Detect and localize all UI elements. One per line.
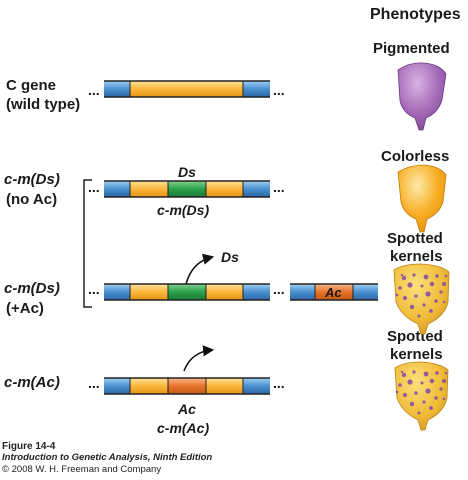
excision-arrow-ds <box>185 253 215 285</box>
kernel-spot <box>442 300 446 304</box>
kernel-spot <box>409 401 415 407</box>
kernel-spot <box>400 370 404 374</box>
phenotype-label-colorless: Colorless <box>381 148 449 165</box>
copyright-line: © 2008 W. H. Freeman and Company <box>2 464 162 475</box>
kernel-spot <box>442 397 446 401</box>
figure-number: Figure 14-4 <box>2 441 56 452</box>
grouping-bracket <box>83 179 92 308</box>
kernel-spot <box>442 379 446 383</box>
kernel-spot <box>401 372 407 378</box>
cmac-label-under: c-m(Ac) <box>157 420 209 436</box>
chrom-flank-left <box>104 81 130 97</box>
kernel-spot <box>439 290 443 294</box>
ellipsis-left-2: ... <box>88 179 100 195</box>
ellipsis-right-2: ... <box>273 179 285 195</box>
row-label-cmac: c-m(Ac) <box>4 374 60 391</box>
kernel-spot <box>412 370 416 374</box>
phenotype-label-spotted-1b: kernels <box>390 248 443 265</box>
ds-element-2 <box>168 284 206 300</box>
kernel-spot <box>425 291 431 297</box>
kernel-spot <box>429 281 435 287</box>
ds-label-top: Ds <box>178 164 196 180</box>
kernel-spot <box>403 296 407 300</box>
kernel-spot <box>409 304 415 310</box>
kernel-spot <box>423 274 429 280</box>
kernel-spot <box>444 274 448 278</box>
kernel-spot <box>398 383 402 387</box>
gene-segment <box>130 81 243 97</box>
ellipsis-left-3: ... <box>88 281 100 297</box>
kernel-spot <box>417 314 421 318</box>
row-label-no-ac: (no Ac) <box>6 191 57 208</box>
chromosome-cmac <box>104 377 270 395</box>
phenotypes-header: Phenotypes <box>370 6 461 23</box>
kernel-spot <box>414 294 418 298</box>
phenotype-label-spotted-2b: kernels <box>390 346 443 363</box>
phenotype-label-spotted-2a: Spotted <box>387 328 443 345</box>
chromosome-cmds-ac <box>104 283 270 301</box>
chromosome-cmds-noac <box>104 180 270 198</box>
pigmented-kernel-icon <box>397 62 447 131</box>
kernel-spot <box>407 282 413 288</box>
chromosome-c-gene <box>104 80 270 98</box>
kernel-spot <box>398 286 402 290</box>
colorless-kernel-icon <box>397 164 447 233</box>
kernel-spot <box>403 393 407 397</box>
spotted-kernel-icon-1 <box>393 263 450 335</box>
ds-element <box>168 181 206 197</box>
ds-label-arrow: Ds <box>221 249 239 265</box>
ellipsis-left-4: ... <box>88 375 100 391</box>
ellipsis-mid-3: ... <box>273 281 285 297</box>
ac-chromosome <box>290 283 378 301</box>
row-label-wild-type: (wild type) <box>6 96 80 113</box>
excision-arrow-ac <box>183 345 215 372</box>
kernel-spot <box>422 303 426 307</box>
phenotype-label-spotted-1a: Spotted <box>387 230 443 247</box>
kernel-spot <box>429 309 433 313</box>
kernel-spot <box>395 390 399 394</box>
kernel-spot <box>429 378 435 384</box>
ac-label-under: Ac <box>177 401 196 417</box>
spotted-kernel-icon-2 <box>394 361 449 431</box>
kernel-spot <box>425 388 431 394</box>
kernel-spot <box>434 396 438 400</box>
kernel-spot <box>401 275 407 281</box>
kernel-spot <box>442 282 446 286</box>
row-label-cmds-noac: c-m(Ds) <box>4 171 60 188</box>
kernel-spot <box>412 273 416 277</box>
kernel-spot <box>414 391 418 395</box>
chrom-flank-right <box>243 81 270 97</box>
kernel-spot <box>423 371 429 377</box>
kernel-spot <box>420 284 424 288</box>
kernel-spot <box>417 411 421 415</box>
row-label-c-gene: C gene <box>6 77 56 94</box>
ellipsis-right-1: ... <box>273 82 285 98</box>
kernel-spot <box>435 371 439 375</box>
phenotype-label-pigmented: Pigmented <box>373 40 450 57</box>
kernel-spot <box>439 387 443 391</box>
row-label-cmds-ac: c-m(Ds) <box>4 280 60 297</box>
cmds-label-under: c-m(Ds) <box>157 202 209 218</box>
ac-insertion <box>168 378 206 394</box>
ellipsis-left-1: ... <box>88 82 100 98</box>
kernel-spot <box>422 400 426 404</box>
ac-element <box>315 284 353 300</box>
book-title: Introduction to Genetic Analysis, Ninth … <box>2 452 213 463</box>
ac-label-element: Ac <box>324 285 342 300</box>
figure-caption: Figure 14-4 Introduction to Genetic Anal… <box>2 441 212 476</box>
kernel-spot <box>395 293 399 297</box>
kernel-spot <box>429 406 433 410</box>
ellipsis-right-4: ... <box>273 375 285 391</box>
kernel-spot <box>434 299 438 303</box>
kernel-spot <box>420 381 424 385</box>
kernel-spot <box>435 274 439 278</box>
kernel-spot <box>407 379 413 385</box>
row-label-plus-ac: (+Ac) <box>6 300 44 317</box>
kernel-spot <box>400 273 404 277</box>
kernel-spot <box>444 371 448 375</box>
